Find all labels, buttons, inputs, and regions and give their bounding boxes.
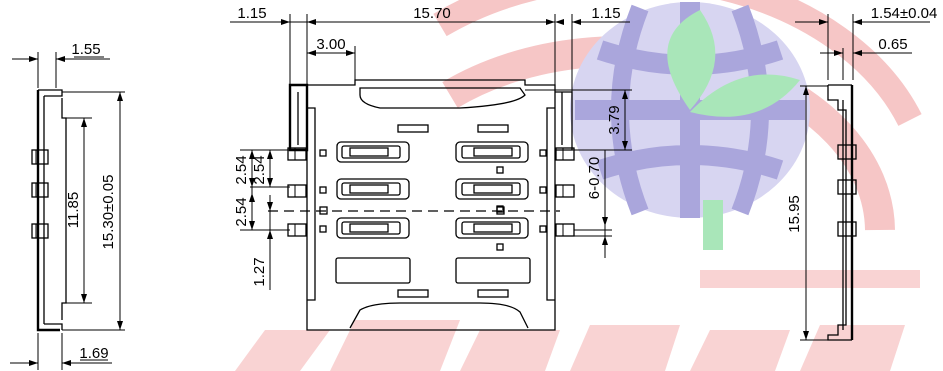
dim-left-bottom-width: 1.69 <box>79 345 108 362</box>
dim-contact-spacing: 1.27 <box>251 257 268 286</box>
watermark-ring <box>433 0 922 126</box>
top-view-pins-left <box>287 147 307 237</box>
dim-right-thickness: 1.54±0.04 <box>871 5 938 22</box>
dim-left-outer-height: 15.30±0.05 <box>100 175 117 250</box>
left-view-contacts <box>31 149 49 239</box>
dim-contact-width: 6-0.70 <box>586 157 603 200</box>
dim-left-top-width: 1.55 <box>71 41 100 58</box>
watermark-banner <box>235 270 920 371</box>
top-view: 1.15 15.70 1.15 3.00 <box>230 5 632 331</box>
dim-pitch-lower: 2.54 <box>233 197 250 226</box>
dim-top-body-width: 15.70 <box>413 5 451 22</box>
right-side-view: 1.54±0.04 0.65 15.95 <box>786 5 938 341</box>
top-view-contact-springs <box>319 141 547 284</box>
watermark-leaf <box>667 10 716 110</box>
dim-right-wall: 0.65 <box>878 36 907 53</box>
dim-top-to-contact: 3.79 <box>606 105 623 134</box>
dim-top-left-offset: 1.15 <box>237 5 266 22</box>
dim-left-inner-height: 11.85 <box>65 192 82 228</box>
right-view-contacts <box>837 144 857 237</box>
dim-top-right-offset: 1.15 <box>591 5 620 22</box>
dim-top-notch: 3.00 <box>316 36 345 53</box>
top-view-pins-right <box>555 147 612 237</box>
dim-pitch-upper: 2.54 <box>233 155 250 184</box>
dim-right-height: 15.95 <box>786 195 803 233</box>
dim-pitch-middle: 2.54 <box>251 155 268 184</box>
watermark-logo <box>235 0 922 371</box>
left-side-view: 1.55 11.85 15.3 <box>10 41 125 370</box>
